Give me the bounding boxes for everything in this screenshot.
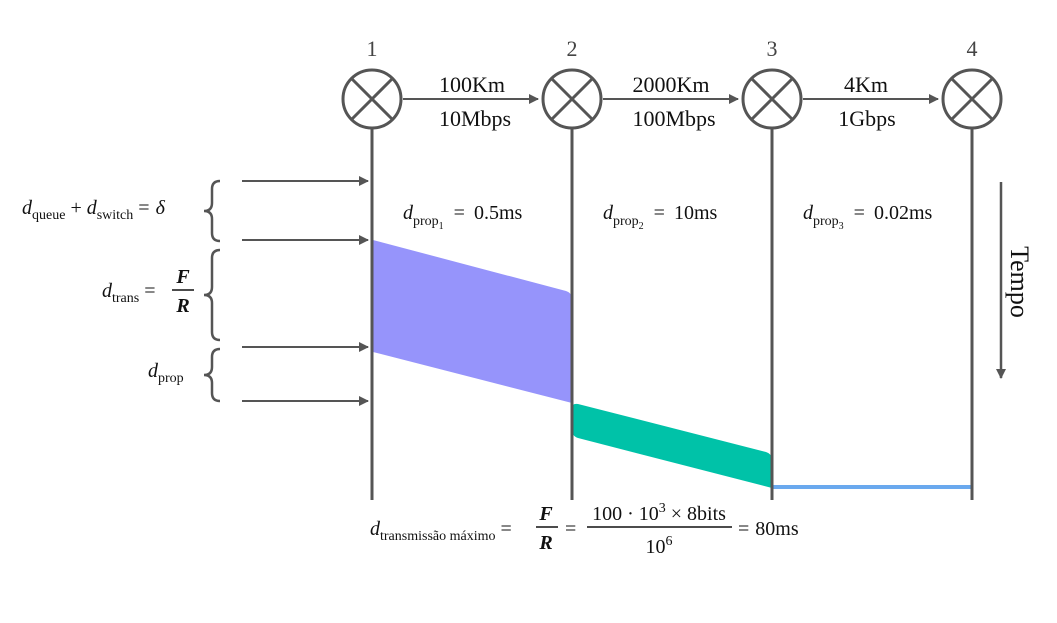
router-node-3-icon [741, 68, 803, 130]
formula-result: =80ms [738, 518, 799, 540]
node-label-1: 1 [367, 36, 378, 61]
router-node-2-icon [541, 68, 603, 130]
node-label-4: 4 [967, 36, 978, 61]
prop-delay-2: dprop2=10ms [603, 202, 718, 232]
link-1-distance: 100Km [439, 72, 505, 97]
time-axis-label: Tempo [1005, 246, 1034, 318]
label-prop: dprop [148, 360, 184, 386]
link-2-rate-visible: 100Mbps [632, 106, 715, 131]
formula-frac2-numerator: 100 · 103 × 8bits [592, 501, 726, 525]
link-3-distance: 4Km [844, 72, 888, 97]
formula-frac1-numerator: F [538, 503, 553, 525]
link-3-rate: 1Gbps [838, 106, 895, 131]
formula-frac2-denominator: 106 [646, 534, 673, 558]
prop-delay-3: dprop3=0.02ms [803, 202, 933, 232]
brace-prop [203, 347, 221, 403]
router-node-4-icon [941, 68, 1003, 130]
link-1-rate: 10Mbps [439, 106, 511, 131]
node-label-3: 3 [767, 36, 778, 61]
formula-lhs: dtransmissão máximo= [370, 518, 512, 544]
link-2-distance: 2000Km [633, 72, 710, 97]
node-label-2: 2 [567, 36, 578, 61]
label-trans: dtrans= [102, 280, 156, 306]
brace-queue-switch [203, 179, 221, 243]
packet-segment-2 [572, 403, 772, 488]
router-node-1-icon [341, 68, 403, 130]
formula-frac1-denominator: R [538, 532, 552, 554]
brace-trans [203, 248, 221, 342]
label-trans-denominator: R [175, 295, 189, 317]
formula-eq2: = [565, 518, 576, 540]
packet-segment-1 [373, 240, 572, 403]
label-queue-switch: dqueue+dswitch=δ [22, 197, 166, 223]
label-trans-numerator: F [175, 266, 190, 288]
prop-delay-1: dprop1=0.5ms [403, 202, 523, 232]
